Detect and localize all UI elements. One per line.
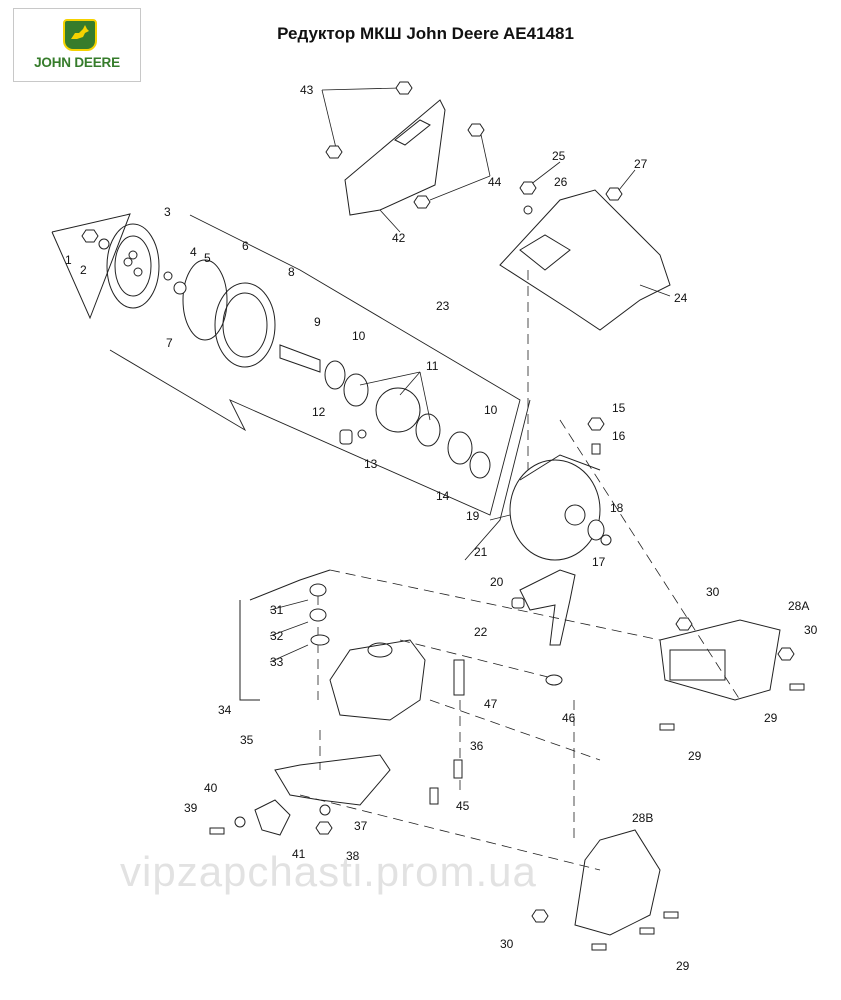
callout-44: 44 bbox=[488, 175, 502, 189]
callout-29c: 29 bbox=[676, 959, 690, 973]
callout-28a: 28A bbox=[788, 599, 809, 613]
callout-20: 20 bbox=[490, 575, 504, 589]
callout-29a: 29 bbox=[764, 711, 778, 725]
callout-29b: 29 bbox=[688, 749, 702, 763]
callout-30b: 30 bbox=[804, 623, 818, 637]
callout-12: 12 bbox=[312, 405, 326, 419]
callout-19: 19 bbox=[466, 509, 480, 523]
callout-10b: 10 bbox=[484, 403, 498, 417]
page-title: Редуктор МКШ John Deere AE41481 bbox=[277, 24, 574, 43]
callout-16: 16 bbox=[612, 429, 626, 443]
deer-icon bbox=[63, 19, 97, 51]
callout-32: 32 bbox=[270, 629, 284, 643]
callout-45: 45 bbox=[456, 799, 470, 813]
callout-47: 47 bbox=[484, 697, 498, 711]
callout-37: 37 bbox=[354, 819, 368, 833]
john-deere-logo: JOHN DEERE bbox=[13, 8, 141, 82]
callout-2: 2 bbox=[80, 263, 87, 277]
callout-14: 14 bbox=[436, 489, 450, 503]
callout-24: 24 bbox=[674, 291, 688, 305]
callout-41: 41 bbox=[292, 847, 306, 861]
callout-5: 5 bbox=[204, 251, 211, 265]
callout-23: 23 bbox=[436, 299, 450, 313]
callout-40: 40 bbox=[204, 781, 218, 795]
callout-9: 9 bbox=[314, 315, 321, 329]
callout-4: 4 bbox=[190, 245, 197, 259]
callout-42: 42 bbox=[392, 231, 406, 245]
callout-15: 15 bbox=[612, 401, 626, 415]
logo-text: JOHN DEERE bbox=[34, 55, 120, 70]
callout-21: 21 bbox=[474, 545, 488, 559]
callout-13: 13 bbox=[364, 457, 378, 471]
callout-30c: 30 bbox=[500, 937, 514, 951]
callout-34: 34 bbox=[218, 703, 232, 717]
callout-43: 43 bbox=[300, 83, 314, 97]
callout-18: 18 bbox=[610, 501, 624, 515]
watermark: vipzapchasti.prom.ua bbox=[120, 848, 537, 895]
callout-31: 31 bbox=[270, 603, 284, 617]
callout-27: 27 bbox=[634, 157, 648, 171]
callout-35: 35 bbox=[240, 733, 254, 747]
callout-1: 1 bbox=[65, 253, 72, 267]
callout-26: 26 bbox=[554, 175, 568, 189]
callout-30a: 30 bbox=[706, 585, 720, 599]
callout-17: 17 bbox=[592, 555, 606, 569]
callout-39: 39 bbox=[184, 801, 198, 815]
callout-3: 3 bbox=[164, 205, 171, 219]
callout-10a: 10 bbox=[352, 329, 366, 343]
callout-36: 36 bbox=[470, 739, 484, 753]
callout-22: 22 bbox=[474, 625, 488, 639]
callout-38: 38 bbox=[346, 849, 360, 863]
callout-8: 8 bbox=[288, 265, 295, 279]
callout-7: 7 bbox=[166, 336, 173, 350]
callout-25: 25 bbox=[552, 149, 566, 163]
callout-46: 46 bbox=[562, 711, 576, 725]
callout-11: 11 bbox=[426, 359, 439, 373]
callout-28b: 28B bbox=[632, 811, 653, 825]
callout-6: 6 bbox=[242, 239, 249, 253]
callout-33: 33 bbox=[270, 655, 284, 669]
